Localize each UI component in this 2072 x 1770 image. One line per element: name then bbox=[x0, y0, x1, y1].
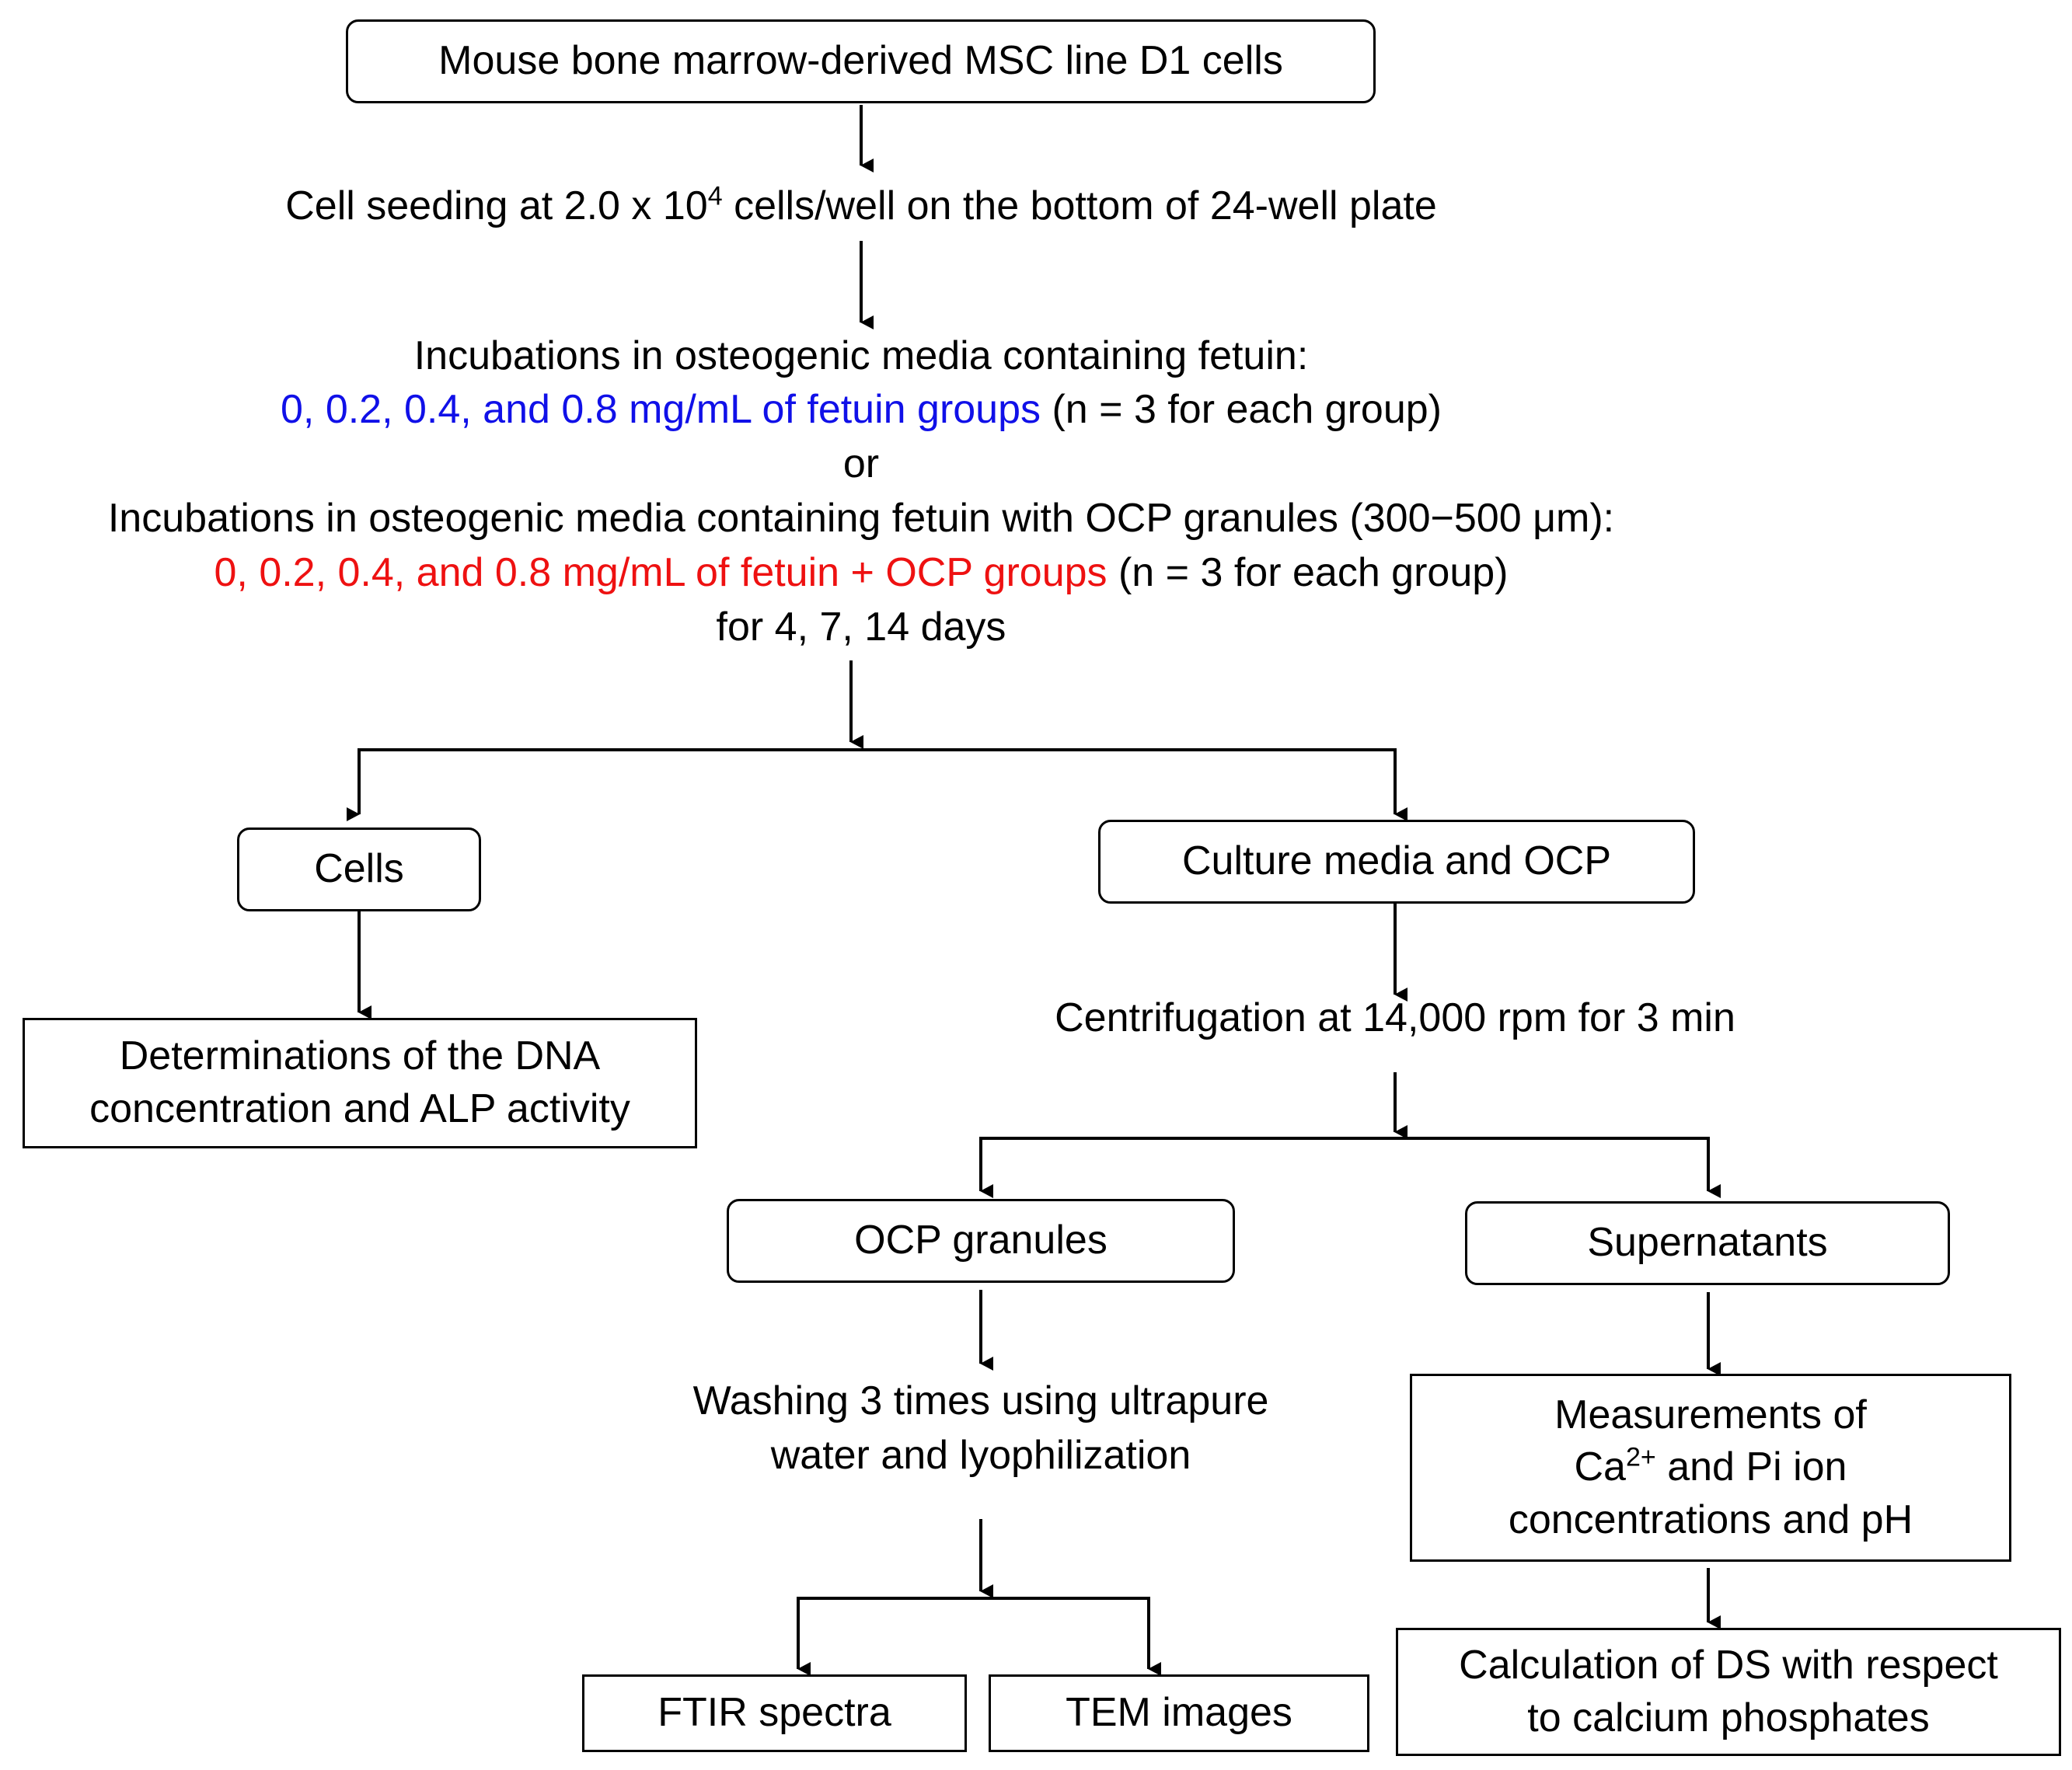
incubation-line-3: or bbox=[842, 441, 880, 486]
source-box: Mouse bone marrow-derived MSC line D1 ce… bbox=[346, 19, 1376, 103]
tem-box: TEM images bbox=[989, 1674, 1369, 1752]
ds-box: Calculation of DS with respect to calciu… bbox=[1396, 1628, 2061, 1756]
incubation-line-1: Incubations in osteogenic media containi… bbox=[413, 333, 1309, 378]
fetuin-groups-label: 0, 0.2, 0.4, and 0.8 mg/mL of fetuin gro… bbox=[281, 387, 1041, 432]
measurements-box: Measurements of Ca2+ and Pi ion concentr… bbox=[1410, 1374, 2011, 1562]
incubation-line-2: 0, 0.2, 0.4, and 0.8 mg/mL of fetuin gro… bbox=[281, 387, 1442, 432]
incubation-line-6: for 4, 7, 14 days bbox=[716, 605, 1006, 650]
dna-box: Determinations of the DNA concentration … bbox=[23, 1018, 697, 1148]
split-line-top bbox=[347, 748, 1407, 821]
ocp-granules-box: OCP granules bbox=[727, 1199, 1235, 1283]
supernatants-box: Supernatants bbox=[1465, 1201, 1950, 1285]
incubation-line-5: 0, 0.2, 0.4, and 0.8 mg/mL of fetuin + O… bbox=[214, 550, 1509, 595]
ftir-box: FTIR spectra bbox=[582, 1674, 967, 1752]
split-line-bottom bbox=[797, 1597, 1161, 1676]
centrifugation-step: Centrifugation at 14,000 rpm for 3 min bbox=[1055, 995, 1735, 1040]
culture-media-box: Culture media and OCP bbox=[1098, 820, 1695, 904]
washing-line-1: Washing 3 times using ultrapure bbox=[692, 1378, 1269, 1423]
source-label: Mouse bone marrow-derived MSC line D1 ce… bbox=[438, 38, 1283, 84]
cells-box: Cells bbox=[237, 828, 481, 911]
washing-line-2: water and lyophilization bbox=[770, 1433, 1191, 1478]
split-line-middle bbox=[979, 1137, 1721, 1198]
seeding-step: Cell seeding at 2.0 x 104 cells/well on … bbox=[285, 181, 1437, 228]
incubation-line-4: Incubations in osteogenic media containi… bbox=[107, 496, 1615, 541]
fetuin-ocp-groups-label: 0, 0.2, 0.4, and 0.8 mg/mL of fetuin + O… bbox=[214, 550, 1108, 595]
